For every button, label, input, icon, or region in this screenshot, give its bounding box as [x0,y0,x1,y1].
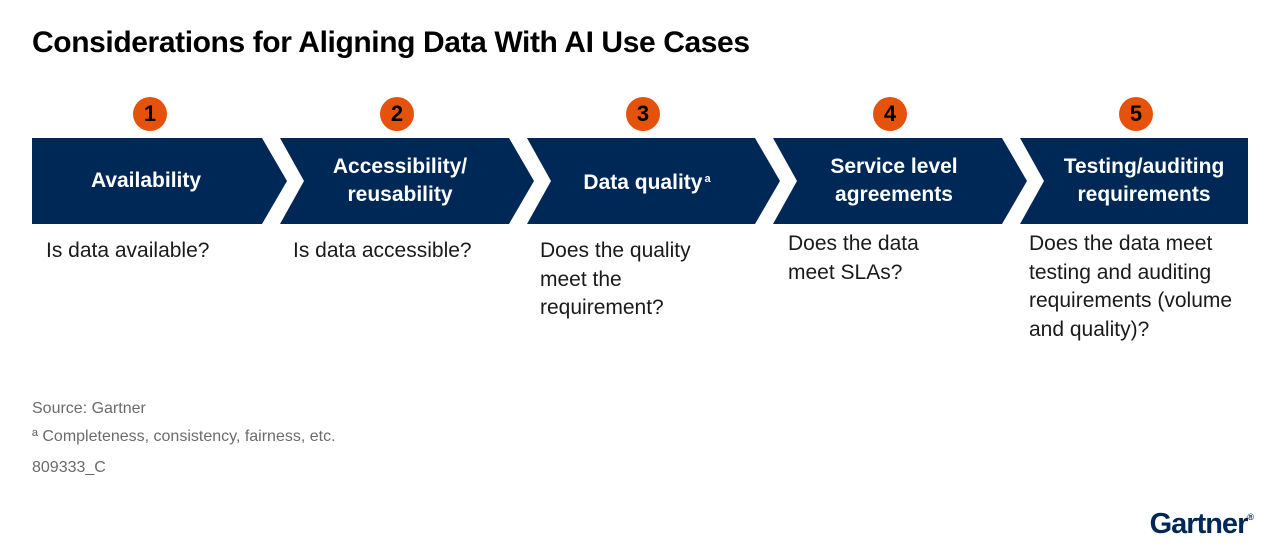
step-4-label-line-1: Service level [830,155,958,178]
step-5-number-badge: 5 [1119,97,1153,131]
gartner-logo: Gartner® [1150,508,1254,541]
document-id: 809333_C [32,459,106,476]
step-4-label-line-2: agreements [835,183,953,206]
step-3-number-badge: 3 [626,97,660,131]
step-2-label-line-1: Accessibility/ [332,155,468,178]
diagram-title: Considerations for Aligning Data With AI… [32,26,750,59]
step-2-label: Accessibility/reusability [300,138,500,224]
step-5-chevron [1020,138,1248,224]
step-5-label-line-1: Testing/auditing [1063,155,1225,178]
gartner-logo-text: Gartner [1149,508,1249,540]
step-1-label-text: Availability [90,169,202,192]
step-4-label: Service level agreements [794,138,994,224]
step-2-label-line-2: reusability [347,183,453,206]
step-3-chevron [527,138,780,224]
step-4-chevron [773,138,1027,224]
step-3-question: Does the quality meet the requirement? [540,239,691,319]
step-2-chevron [280,138,534,224]
step-5-question: Does the data meet testing and auditing … [1029,232,1233,341]
step-2-number-badge: 2 [380,97,414,131]
step-4-number-badge: 4 [873,97,907,131]
step-5-label-line-2: requirements [1077,183,1211,206]
registered-mark: ® [1247,512,1254,522]
step-3-footnote-marker: a [704,173,711,185]
source-note: Source: Gartner [32,400,146,417]
step-1-chevron [32,138,287,224]
step-1-number-badge: 1 [133,97,167,131]
step-1-question: Is data available? [46,239,210,262]
step-2-question: Is data accessible? [293,239,472,262]
footnote: ª Completeness, consistency, fairness, e… [32,428,336,445]
step-3-label-text: Data quality [583,171,703,194]
step-4-question: Does the data meet SLAs? [788,232,919,284]
step-5-label: Testing/auditing requirements [1040,138,1248,224]
step-1-label: Availability [32,138,260,224]
